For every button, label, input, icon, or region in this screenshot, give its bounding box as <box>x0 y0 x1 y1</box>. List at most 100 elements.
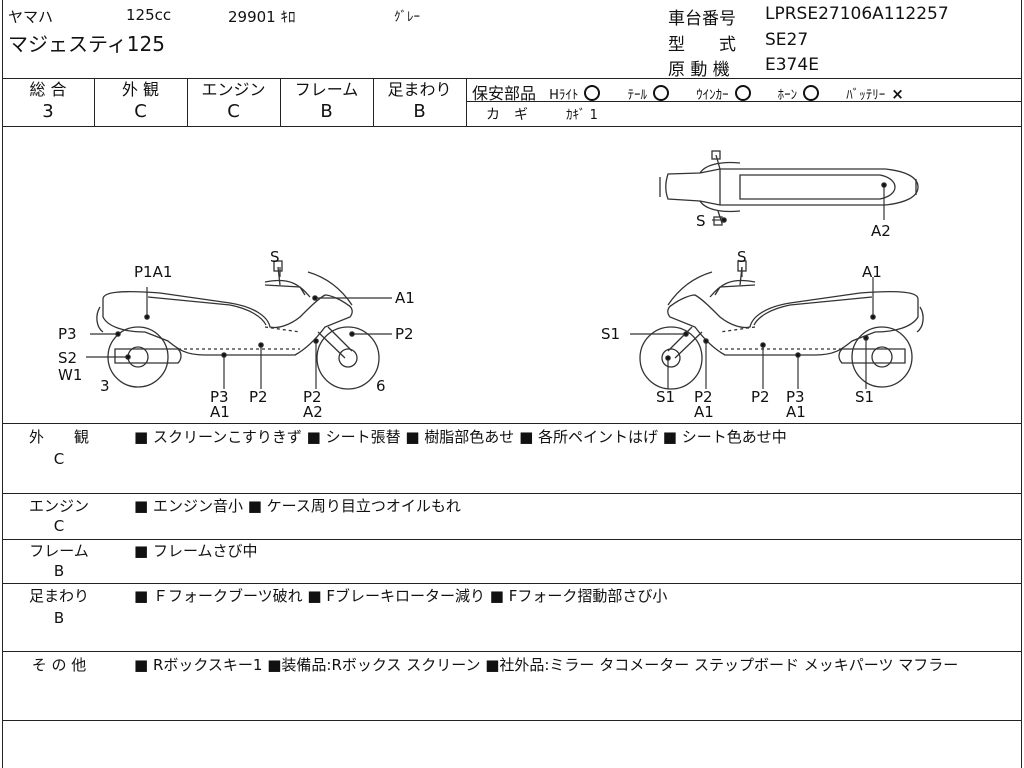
divider <box>466 101 1022 102</box>
section-text: ■ エンジン音小 ■ ケース周り目立つオイルもれ <box>134 497 461 515</box>
damage-label: A1 <box>694 403 714 421</box>
border <box>1021 0 1022 768</box>
border <box>2 0 3 768</box>
divider <box>280 78 281 126</box>
damage-label: W1 <box>58 366 82 384</box>
type-label: 型 式 <box>668 35 736 55</box>
safety-item-horn: ﾎｰﾝ <box>778 85 820 103</box>
ok-circle-icon <box>652 85 669 101</box>
section-text: ■ Ｆフォークブーツ破れ ■ Fブレーキローター減り ■ Fフォーク摺動部さび小 <box>134 587 668 605</box>
ok-circle-icon <box>584 85 601 101</box>
safety-title: 保安部品 <box>472 84 537 103</box>
damage-label: A2 <box>871 222 891 240</box>
grade-label: 足まわり <box>387 80 452 99</box>
grade-value: B <box>320 101 333 122</box>
divider <box>2 423 1022 424</box>
damage-label: A1 <box>210 403 230 421</box>
section-label: そ の 他 <box>31 656 87 674</box>
type-value: SE27 <box>765 30 809 50</box>
section-label: 外 観 <box>28 428 89 446</box>
section-grade: C <box>53 450 65 468</box>
damage-label: A1 <box>786 403 806 421</box>
damage-label: P3 <box>210 388 229 406</box>
ng-cross-icon: × <box>891 85 904 103</box>
frame-number: LPRSE27106A112257 <box>765 4 949 24</box>
ok-circle-icon <box>734 85 751 101</box>
damage-label: P2 <box>751 388 770 406</box>
color: ｸﾞﾚｰ <box>394 10 420 25</box>
safety-item-winker: ｳｲﾝｶｰ <box>696 85 751 103</box>
damage-label: P2 <box>395 325 414 343</box>
damage-label: 6 <box>376 377 386 395</box>
damage-markers <box>86 182 887 389</box>
damage-label: A1 <box>862 263 882 281</box>
grade-overall: 総 合 3 <box>2 78 94 126</box>
damage-label: P1A1 <box>134 263 172 281</box>
damage-label: P2 <box>249 388 268 406</box>
section-label: フレーム <box>29 542 89 560</box>
safety-item-battery: ﾊﾞｯﾃﾘｰ× <box>846 85 904 103</box>
engine-label: 原 動 機 <box>668 60 730 80</box>
divider <box>466 78 467 126</box>
section-text: ■ Rボックスキー1 ■装備品:Rボックス スクリーン ■社外品:ミラー タコメ… <box>134 656 959 674</box>
divider <box>2 583 1022 584</box>
damage-label: 3 <box>100 377 110 395</box>
damage-label: S1 <box>601 325 620 343</box>
grade-label: 総 合 <box>29 80 67 99</box>
safety-item-tail: ﾃｰﾙ <box>627 85 669 103</box>
divider <box>2 126 1022 127</box>
grade-value: 3 <box>42 101 54 122</box>
damage-label: S2 <box>58 349 77 367</box>
section-text: ■ スクリーンこすりきず ■ シート張替 ■ 樹脂部色あせ ■ 各所ペイントはげ… <box>134 428 787 446</box>
damage-label: P3 <box>58 325 77 343</box>
key-value: ｶｷﾞ 1 <box>566 108 598 123</box>
damage-label: P3 <box>786 388 805 406</box>
scooter-left-view <box>96 260 380 390</box>
mileage: 29901 ｷﾛ <box>228 8 296 26</box>
divider <box>2 651 1022 652</box>
damage-label: S <box>270 248 280 266</box>
frame-number-label: 車台番号 <box>668 9 736 29</box>
damage-label: S <box>737 248 747 266</box>
grade-label: 外 観 <box>121 80 160 99</box>
ok-circle-icon <box>803 85 820 101</box>
grade-label: フレーム <box>294 80 359 99</box>
engine-value: E374E <box>765 55 819 75</box>
damage-labels: S P1A1 A1 P3 P2 S2 W1 3 6 P3 A1 P2 P2 A2… <box>58 212 891 421</box>
damage-label: A1 <box>395 289 415 307</box>
scooter-right-view <box>639 260 924 390</box>
displacement: 125cc <box>126 6 172 24</box>
section-text: ■ フレームさび中 <box>134 542 258 560</box>
section-grade: C <box>53 517 65 535</box>
damage-label: P2 <box>303 388 322 406</box>
section-grade: B <box>53 609 65 627</box>
grade-value: C <box>227 101 240 122</box>
divider <box>2 493 1022 494</box>
grade-suspension: 足まわり B <box>373 78 466 126</box>
grade-engine: エンジン C <box>187 78 280 126</box>
divider <box>94 78 95 126</box>
safety-parts-row: 保安部品 Hﾗｲﾄ ﾃｰﾙ ｳｲﾝｶｰ ﾎｰﾝ ﾊﾞｯﾃﾘｰ× <box>472 80 904 104</box>
section-label: エンジン <box>28 497 89 515</box>
divider <box>2 720 1022 721</box>
grade-value: B <box>413 101 426 122</box>
safety-item-headlight: Hﾗｲﾄ <box>549 85 601 103</box>
divider <box>2 78 1022 79</box>
damage-label: S <box>696 212 706 230</box>
grade-frame: フレーム B <box>280 78 373 126</box>
damage-label: S1 <box>656 388 675 406</box>
damage-label: A2 <box>303 403 323 421</box>
divider <box>373 78 374 126</box>
divider <box>187 78 188 126</box>
grade-label: エンジン <box>201 80 266 99</box>
damage-label: S1 <box>855 388 874 406</box>
scooter-top-view <box>659 150 919 226</box>
section-label: 足まわり <box>28 587 89 605</box>
damage-diagram: S P1A1 A1 P3 P2 S2 W1 3 6 P3 A1 P2 P2 A2… <box>58 150 924 421</box>
section-grade: B <box>53 562 65 580</box>
key-label: カ ギ <box>486 107 528 123</box>
divider <box>2 539 1022 540</box>
grade-value: C <box>134 101 147 122</box>
grade-exterior: 外 観 C <box>94 78 187 126</box>
model-name: マジェスティ125 <box>8 32 165 56</box>
